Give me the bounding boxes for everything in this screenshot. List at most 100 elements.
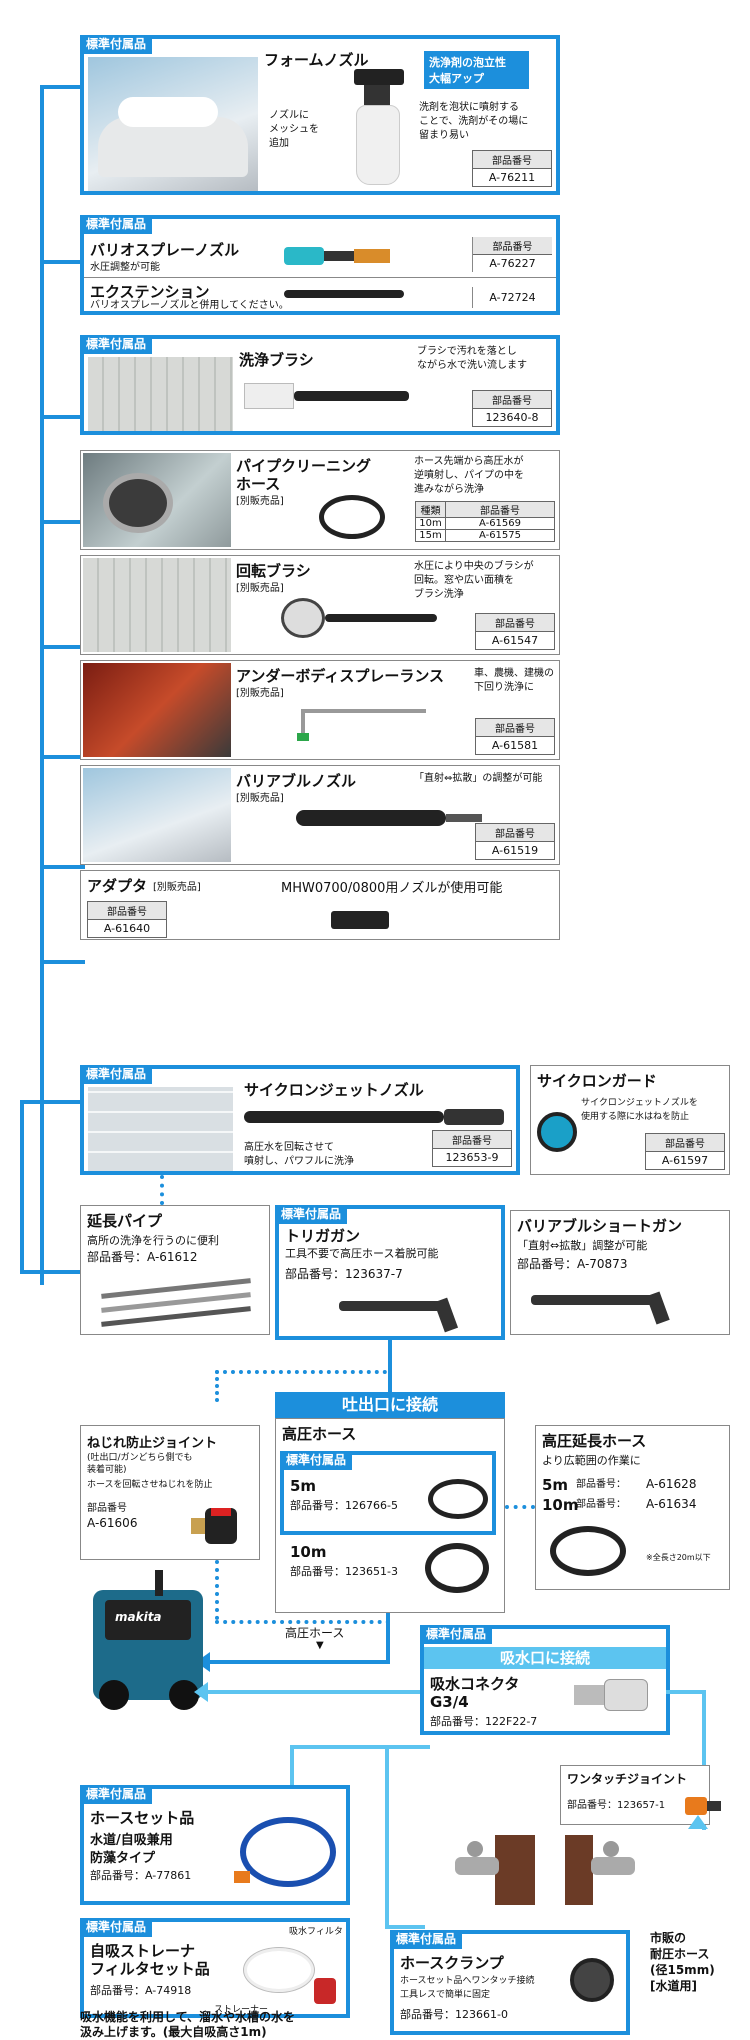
twist-joint-image <box>191 1504 251 1554</box>
water-line <box>290 1745 430 1749</box>
cyclone-title: サイクロンジェットノズル <box>244 1081 424 1099</box>
std-tag: 標準付属品 <box>80 1065 153 1084</box>
adapter-image <box>331 907 391 933</box>
connector-h <box>40 865 85 869</box>
underbody-lance-image <box>291 703 431 743</box>
hoseset-title: ホースセット品 <box>90 1809 195 1827</box>
pipe-hose-card: パイプクリーニング ホース [別販売品] ホース先端から高圧水が 逆噴射し、パイ… <box>80 450 560 550</box>
trigger-gun-image <box>339 1293 479 1333</box>
hp-len5: 5m <box>290 1477 317 1495</box>
connector-h <box>40 520 85 524</box>
trigger-desc: 工具不要で高圧ホース着脱可能 <box>285 1247 439 1260</box>
water-line <box>200 1690 420 1694</box>
twist-desc: ホースを回転させねじれを防止 <box>87 1480 213 1490</box>
hp-pn10: 部品番号：123651-3 <box>290 1565 398 1578</box>
variable-nozzle-image <box>296 808 486 828</box>
trigger-gun-card: 標準付属品 トリガガン 工具不要で高圧ホース着脱可能 部品番号：123637-7 <box>275 1205 505 1340</box>
pipe-ext-desc: 高所の洗浄を行うのに便利 <box>87 1234 219 1247</box>
ext-sub: バリオスプレーノズルと併用してください。 <box>90 300 289 311</box>
twist-pn: A-61606 <box>87 1516 138 1530</box>
hp-ext-len10: 10m <box>542 1496 579 1514</box>
adapter-desc: MHW0700/0800用ノズルが使用可能 <box>281 881 503 896</box>
short-gun-desc: 「直射⇔拡散」調整が可能 <box>517 1239 648 1252</box>
std-tag: 標準付属品 <box>275 1205 348 1224</box>
hp-ext-title: 高圧延長ホース <box>542 1432 647 1450</box>
std-tag: 標準付属品 <box>80 215 153 234</box>
std-tag: 標準付属品 <box>390 1930 463 1949</box>
brand-logo: makita <box>115 1610 162 1624</box>
under-desc: 車、農機、建機の 下回り洗浄に <box>474 668 554 693</box>
faucet-right-image <box>565 1835 645 1905</box>
rotary-photo <box>83 558 231 652</box>
vario-card: 標準付属品 バリオスプレーノズル 水圧調整が可能 エクステンション バリオスプレ… <box>80 215 560 315</box>
hp-ext-pn10: A-61634 <box>646 1497 697 1511</box>
vario-sub: 水圧調整が可能 <box>90 262 160 273</box>
under-sold: [別販売品] <box>236 688 284 699</box>
variable-photo <box>83 768 231 862</box>
short-gun-card: バリアブルショートガン 「直射⇔拡散」調整が可能 部品番号：A-70873 <box>510 1210 730 1335</box>
connector-trunk <box>40 85 44 1285</box>
cyclone-desc: 高圧水を回転させて 噴射し、パワフルに洗浄 <box>244 1142 354 1167</box>
connector-h <box>40 960 85 964</box>
std-tag: 標準付属品 <box>80 35 153 54</box>
hoseset-card: 標準付属品 ホースセット品 水道/自吸兼用 防藻タイプ 部品番号：A-77861 <box>80 1785 350 1905</box>
hp-ext-desc: より広範囲の作業に <box>542 1454 641 1467</box>
hp-ext-pn5: A-61628 <box>646 1477 697 1491</box>
hp-hose-label: 高圧ホース <box>285 1626 345 1640</box>
onetouch-pn: 部品番号：123657-1 <box>567 1800 666 1811</box>
trigger-title: トリガガン <box>285 1227 361 1245</box>
cyclone-photo <box>88 1087 233 1171</box>
pipe-title: パイプクリーニング ホース <box>236 457 372 493</box>
rotary-brush-card: 回転ブラシ [別販売品] 水圧により中央のブラシが 回転。窓や広い面積を ブラシ… <box>80 555 560 655</box>
hoseset-pn: 部品番号：A-77861 <box>90 1869 192 1882</box>
ext-title: エクステンション <box>90 283 210 301</box>
variable-desc: 「直射⇔拡散」の調整が可能 <box>414 773 543 784</box>
onetouch-box: ワンタッチジョイント 部品番号：123657-1 <box>560 1765 710 1825</box>
hp-ext-hose-card: 高圧延長ホース より広範囲の作業に 5m 部品番号： A-61628 10m 部… <box>535 1425 730 1590</box>
pipe-sold: [別販売品] <box>236 496 284 507</box>
pipe-hose-image <box>311 491 391 543</box>
underbody-photo <box>83 663 231 757</box>
adapter-title: アダプタ <box>87 877 148 895</box>
arrow-left-icon <box>194 1682 208 1702</box>
short-gun-image <box>531 1287 691 1327</box>
foam-nozzle-image <box>334 69 414 194</box>
car-foam-photo <box>88 57 258 191</box>
connector-v <box>20 1100 24 1274</box>
inlet-banner: 吸水口に接続 <box>424 1647 666 1669</box>
std-tag: 標準付属品 <box>80 1785 153 1804</box>
water-line <box>385 1745 389 1925</box>
std-tag: 標準付属品 <box>420 1625 493 1644</box>
pressure-washer-machine: makita <box>85 1570 215 1715</box>
strainer-title: 自吸ストレーナ フィルタセット品 <box>90 1942 210 1978</box>
connector-h <box>40 415 85 419</box>
std-tag: 標準付属品 <box>80 1918 153 1937</box>
inlet-connector-card: 標準付属品 吸水口に接続 吸水コネクタ G3/4 部品番号：122F22-7 <box>420 1625 670 1735</box>
clamp-pn: 部品番号：123661-0 <box>400 2008 508 2021</box>
vario-divider <box>84 277 556 278</box>
vario-title: バリオスプレーノズル <box>90 241 240 259</box>
brush-image <box>244 377 414 417</box>
adapter-sold: [別販売品] <box>153 882 201 893</box>
pipe-photo <box>83 453 231 547</box>
water-line <box>702 1690 706 1830</box>
connector-h <box>20 1100 80 1104</box>
cyclone-guard-card: サイクロンガード サイクロンジェットノズルを 使用する際に水はねを防止 部品番号… <box>530 1065 730 1175</box>
hp-hose-10m-image <box>421 1539 496 1601</box>
extension-image <box>284 287 404 301</box>
hp-title: 高圧ホース <box>282 1425 357 1443</box>
vario-nozzle-image <box>284 243 394 269</box>
foam-callout: ノズルに メッシュを 追加 <box>269 110 319 149</box>
connector-dotted <box>215 1560 219 1620</box>
hose-clamp-card: 標準付属品 ホースクランプ ホースセット品へワンタッチ接続 工具レスで簡単に固定… <box>390 1930 630 2035</box>
hoseset-sub2: 防藻タイプ <box>90 1851 156 1866</box>
outlet-banner: 吐出口に接続 <box>275 1392 505 1418</box>
brush-photo <box>88 357 233 431</box>
rotary-brush-image <box>281 592 441 644</box>
twist-title: ねじれ防止ジョイント <box>87 1436 218 1451</box>
